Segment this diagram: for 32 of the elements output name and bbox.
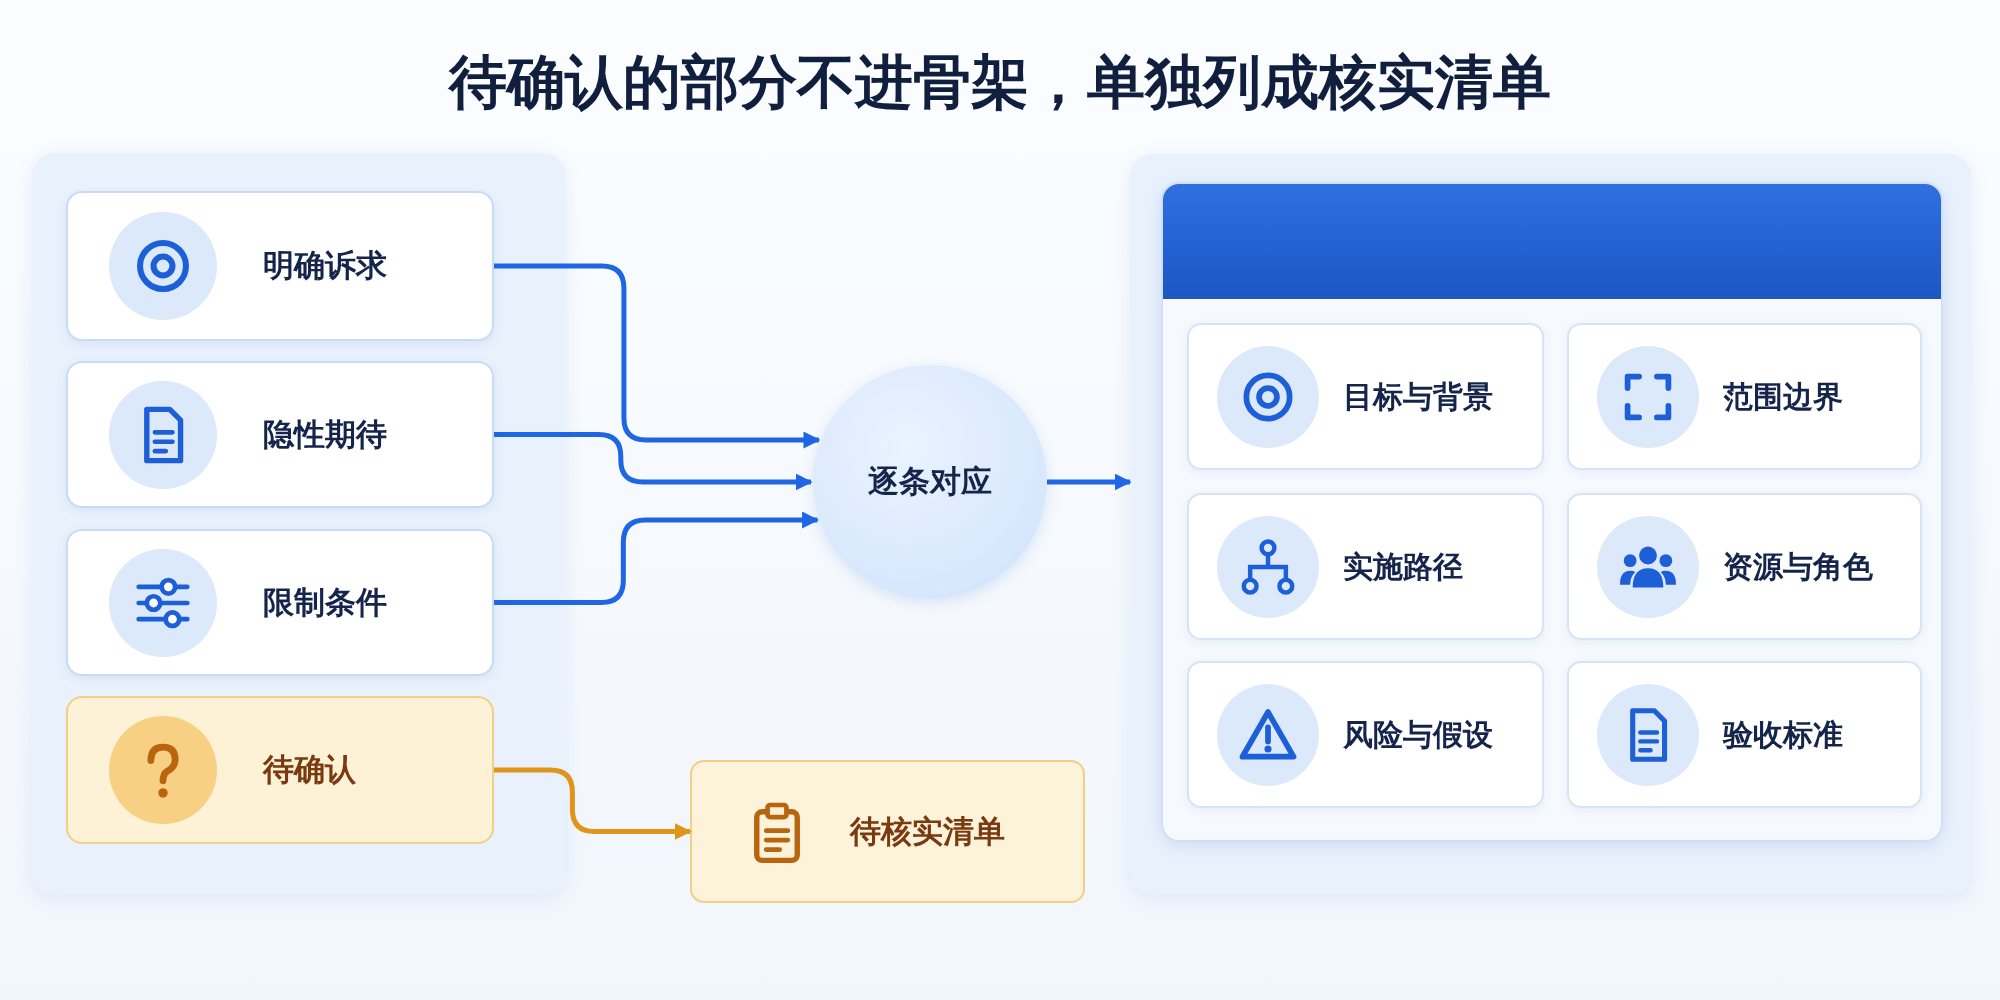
template-card — [1161, 182, 1943, 842]
panel-background — [32, 153, 565, 895]
arrow — [494, 767, 692, 840]
card-label: 实施路径 — [1343, 548, 1463, 585]
section-card — [1187, 493, 1544, 640]
card-label: 验收标准 — [1723, 716, 1843, 753]
pending-card — [66, 696, 494, 844]
card-label: 目标与背景 — [1343, 378, 1493, 415]
title: 待确认的部分不进骨架，单独列成核实清单 — [447, 47, 1552, 118]
circle-label: 逐条对应 — [867, 463, 993, 501]
card-label: 明确诉求 — [263, 247, 387, 285]
checklist-card — [690, 760, 1085, 903]
arrow — [1047, 473, 1132, 491]
arrow — [494, 511, 820, 605]
card-label: 风险与假设 — [1343, 716, 1493, 753]
card-label: 限制条件 — [263, 583, 387, 622]
panel-background — [1130, 154, 1971, 895]
card-label: 资源与角色 — [1723, 548, 1873, 585]
input-card — [66, 361, 494, 508]
section-card — [1567, 323, 1922, 470]
section-card — [1187, 661, 1544, 808]
input-card — [66, 529, 494, 676]
section-card — [1187, 323, 1544, 470]
arrow — [494, 432, 813, 491]
card-label: 范围边界 — [1723, 378, 1843, 415]
card-label: 待确认 — [263, 751, 356, 789]
input-card — [66, 191, 494, 341]
card-label: 隐性期待 — [263, 415, 387, 454]
section-card — [1567, 493, 1922, 640]
arrow — [494, 263, 821, 449]
card-label: 待核实清单 — [850, 812, 1005, 851]
section-card — [1567, 661, 1922, 808]
